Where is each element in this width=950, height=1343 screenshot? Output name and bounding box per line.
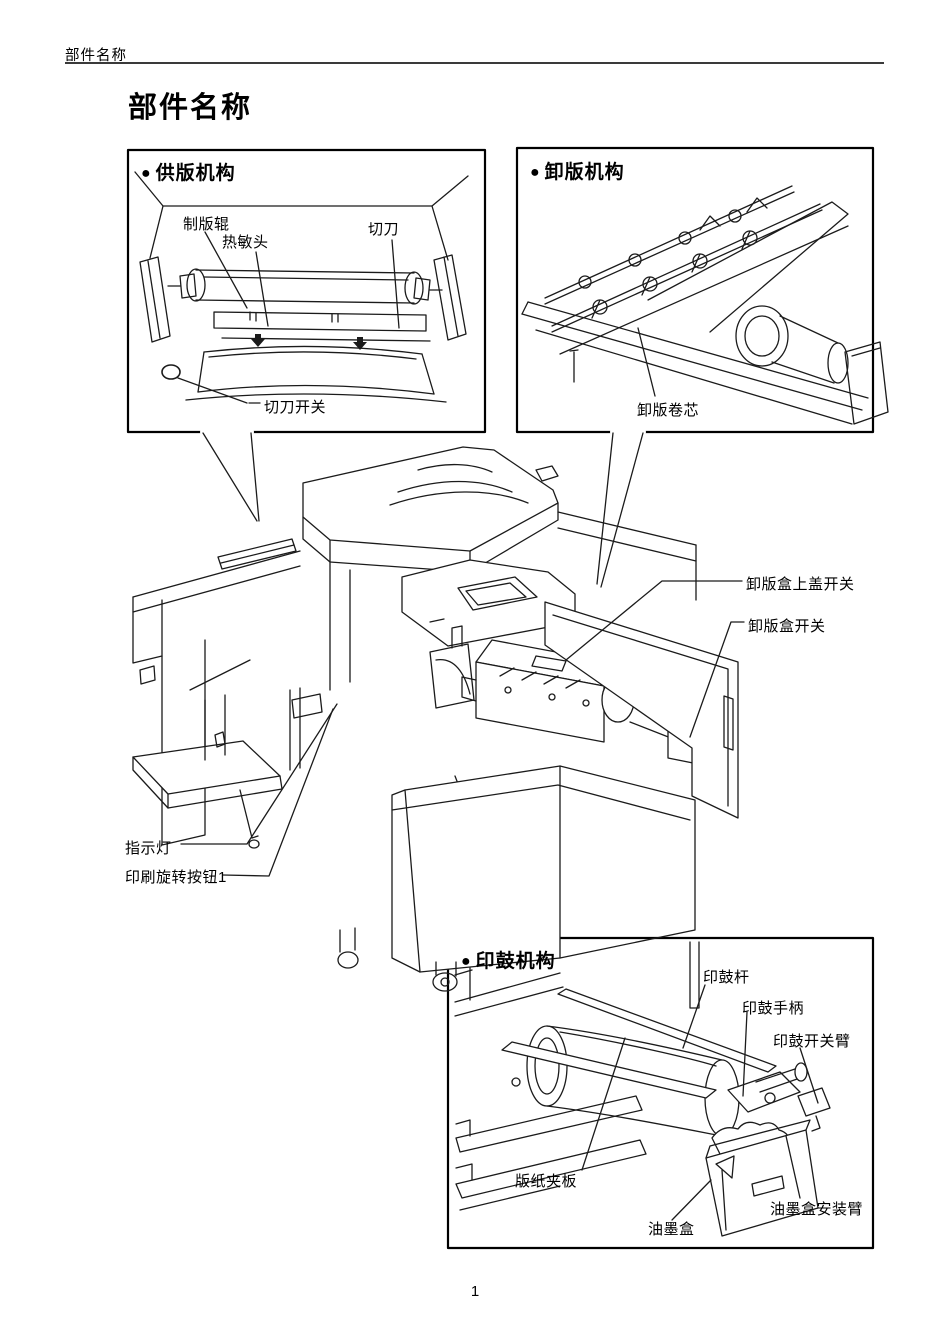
label-drum-switch-arm: 印鼓开关臂 bbox=[773, 1033, 851, 1050]
label-print-rotation-button1: 印刷旋转按钮1 bbox=[125, 869, 227, 886]
page-number: 1 bbox=[470, 1283, 480, 1300]
drum-section-title: ●印鼓机构 bbox=[461, 951, 556, 972]
callout-box-frames bbox=[126, 146, 875, 1250]
supply-unit-drawing bbox=[134, 171, 469, 404]
label-drum-rod: 印鼓杆 bbox=[703, 969, 750, 986]
label-indicator-lamp: 指示灯 bbox=[125, 840, 172, 857]
main-machine-drawing bbox=[132, 446, 745, 992]
label-ink-box: 油墨盒 bbox=[648, 1221, 695, 1238]
label-plate-roller: 制版辊 bbox=[183, 216, 230, 233]
header-rule bbox=[65, 62, 884, 64]
label-removal-core: 卸版卷芯 bbox=[637, 402, 700, 419]
drum-unit-drawing bbox=[454, 941, 831, 1237]
bullet-icon: ● bbox=[141, 165, 152, 182]
bullet-icon: ● bbox=[530, 164, 541, 181]
bullet-icon: ● bbox=[461, 953, 472, 970]
label-cutter: 切刀 bbox=[368, 221, 400, 238]
label-ink-box-mount-arm: 油墨盒安装臂 bbox=[770, 1201, 864, 1218]
removal-unit-drawing bbox=[521, 185, 889, 425]
page-title: 部件名称 bbox=[128, 92, 253, 124]
label-removal-box-switch: 卸版盒开关 bbox=[748, 618, 826, 635]
label-cutter-switch: 切刀开关 bbox=[264, 399, 327, 416]
label-removal-box-cover-switch: 卸版盒上盖开关 bbox=[746, 576, 855, 593]
label-thermal-head: 热敏头 bbox=[222, 234, 269, 251]
label-plate-clamp: 版纸夹板 bbox=[515, 1173, 578, 1190]
removal-section-title: ●卸版机构 bbox=[530, 162, 625, 183]
label-drum-handle: 印鼓手柄 bbox=[742, 1000, 805, 1017]
supply-section-title: ●供版机构 bbox=[141, 163, 236, 184]
running-header: 部件名称 bbox=[65, 48, 127, 64]
